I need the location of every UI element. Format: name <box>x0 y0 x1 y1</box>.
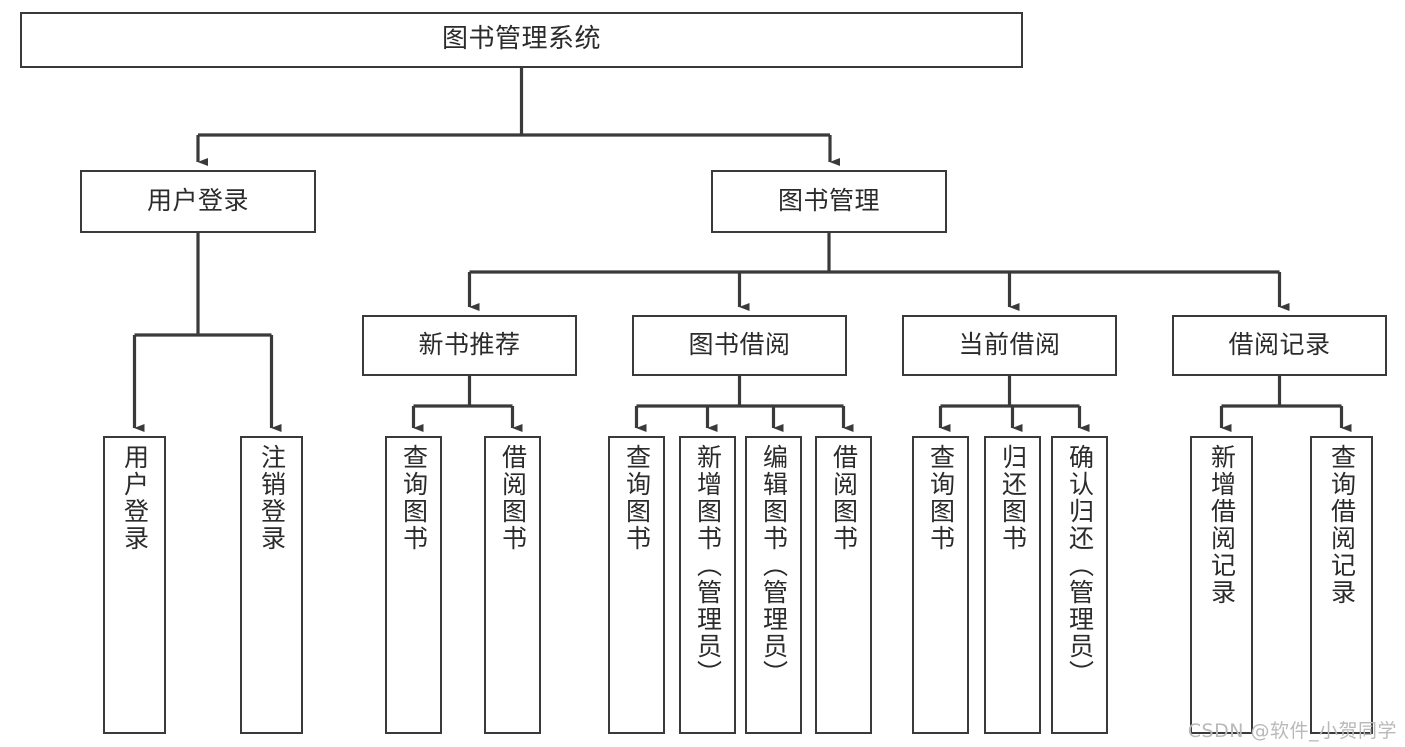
node-label: 查询图书 <box>399 444 429 552</box>
node-label: 注销登录 <box>257 444 287 552</box>
node-label: 新书推荐 <box>418 330 521 360</box>
node-label: 查询借阅记录 <box>1327 444 1357 606</box>
node-current-borrow[interactable]: 当前借阅 <box>902 315 1117 376</box>
node-root-system[interactable]: 图书管理系统 <box>20 12 1023 68</box>
node-new-book-recommend[interactable]: 新书推荐 <box>362 315 577 376</box>
leaf-confirm-return-admin[interactable]: 确认归还（管理员） <box>1051 436 1108 734</box>
node-label: 用户登录 <box>146 186 249 216</box>
leaf-user-login[interactable]: 用户登录 <box>103 436 166 734</box>
node-label: 图书管理系统 <box>441 24 601 55</box>
leaf-query-book-borrow[interactable]: 查询图书 <box>608 436 665 734</box>
leaf-query-book-current[interactable]: 查询图书 <box>912 436 969 734</box>
node-book-manage[interactable]: 图书管理 <box>711 170 947 233</box>
leaf-logout-login[interactable]: 注销登录 <box>240 436 303 734</box>
node-label: 查询图书 <box>622 444 652 552</box>
node-label: 编辑图书（管理员） <box>759 444 789 687</box>
leaf-query-book-recommend[interactable]: 查询图书 <box>385 436 442 734</box>
node-label: 当前借阅 <box>958 330 1061 360</box>
node-label: 确认归还（管理员） <box>1065 444 1095 687</box>
node-label: 新增借阅记录 <box>1207 444 1237 606</box>
node-label: 查询图书 <box>926 444 956 552</box>
node-label: 用户登录 <box>120 444 150 552</box>
leaf-borrow-book-recommend[interactable]: 借阅图书 <box>484 436 541 734</box>
leaf-return-book[interactable]: 归还图书 <box>984 436 1041 734</box>
node-label: 归还图书 <box>998 444 1028 552</box>
leaf-query-borrow-record[interactable]: 查询借阅记录 <box>1310 436 1373 734</box>
node-label: 图书管理 <box>777 186 880 216</box>
node-label: 借阅图书 <box>829 444 859 552</box>
leaf-borrow-book-borrow[interactable]: 借阅图书 <box>815 436 872 734</box>
leaf-add-book-admin[interactable]: 新增图书（管理员） <box>679 436 736 734</box>
node-user-login[interactable]: 用户登录 <box>80 170 316 233</box>
leaf-edit-book-admin[interactable]: 编辑图书（管理员） <box>745 436 802 734</box>
node-label: 图书借阅 <box>688 330 791 360</box>
node-book-borrow[interactable]: 图书借阅 <box>632 315 847 376</box>
node-label: 借阅记录 <box>1228 330 1331 360</box>
leaf-add-borrow-record[interactable]: 新增借阅记录 <box>1190 436 1253 734</box>
watermark-credit: CSDN @软件_小贺同学 <box>1187 720 1397 742</box>
node-label: 借阅图书 <box>498 444 528 552</box>
node-borrow-record[interactable]: 借阅记录 <box>1172 315 1387 376</box>
node-label: 新增图书（管理员） <box>693 444 723 687</box>
